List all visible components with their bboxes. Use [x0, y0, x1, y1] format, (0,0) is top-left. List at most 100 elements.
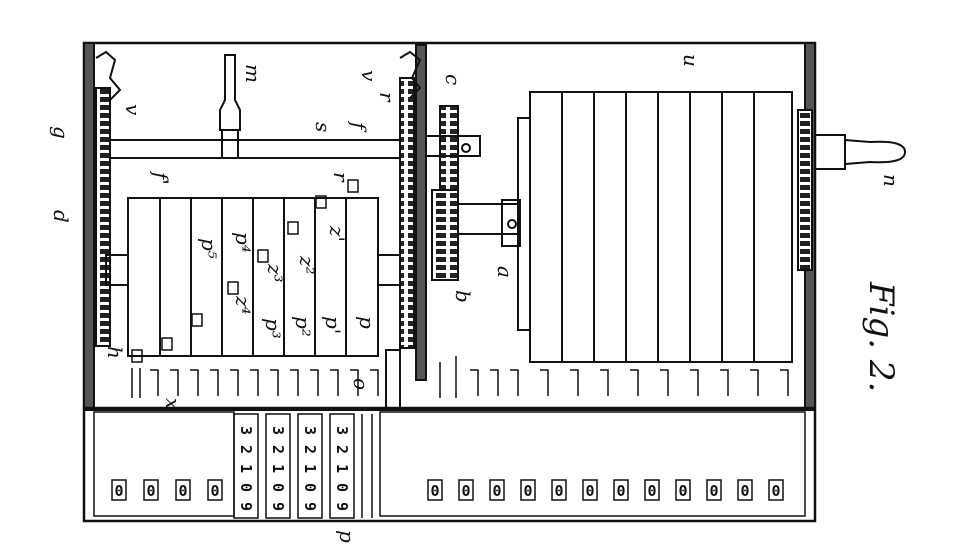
display-window — [427, 479, 443, 501]
counter-digit: 0 — [269, 483, 287, 492]
label-f: f — [347, 120, 371, 133]
label-p5: p⁵ — [197, 238, 221, 259]
display-window-digit: 0 — [147, 482, 156, 500]
display-window-digit: 0 — [555, 482, 564, 500]
label-m: m — [241, 64, 265, 83]
display-windows: 0 0 0 0 0 0 0 0 0 0 0 0 0 0 0 0 — [111, 479, 784, 501]
counter-digit: 0 — [333, 483, 351, 492]
display-window-digit: 0 — [211, 482, 220, 500]
left-gear-column — [95, 87, 111, 347]
counter-digit: 3 — [301, 426, 319, 435]
left-axle-block — [105, 254, 129, 286]
label-o: o — [349, 378, 373, 390]
label-a: a — [493, 266, 517, 278]
label-p1: p' — [321, 316, 345, 334]
label-z3: z³ — [263, 263, 287, 283]
rack-left — [131, 368, 379, 398]
latch-right — [399, 50, 422, 99]
label-c: c — [441, 74, 465, 85]
pinion-a-boss — [501, 199, 521, 247]
label-x: x — [161, 398, 185, 409]
display-window-digit: 0 — [115, 482, 124, 500]
label-b: b — [451, 290, 475, 303]
display-window — [551, 479, 567, 501]
counter-digit: 1 — [333, 464, 351, 473]
label-r-top: r — [375, 92, 399, 103]
label-p4: p⁴ — [231, 232, 255, 253]
middle-wall — [415, 44, 427, 381]
display-window-digit: 0 — [679, 482, 688, 500]
counter-wheel-frames — [233, 413, 373, 519]
counter-digit: 9 — [269, 502, 287, 511]
counter-digit: 0 — [237, 483, 255, 492]
right-axle-block — [377, 254, 401, 286]
display-window-digit: 0 — [493, 482, 502, 500]
display-window-digit: 0 — [710, 482, 719, 500]
display-window — [175, 479, 191, 501]
figure-title: Fig. 2. — [861, 281, 901, 392]
display-window-digit: 0 — [648, 482, 657, 500]
drum-pins — [131, 179, 359, 363]
counter-digit: 9 — [237, 502, 255, 511]
counter-digit: 2 — [269, 445, 287, 454]
counter-digit: 1 — [269, 464, 287, 473]
crank-arm — [219, 54, 241, 131]
display-window — [613, 479, 629, 501]
right-gear-column — [797, 109, 813, 271]
label-d: d — [49, 210, 73, 223]
top-shaft — [109, 139, 401, 159]
counter-digit: 2 — [237, 445, 255, 454]
gear-b — [431, 189, 459, 281]
left-drum-segments — [159, 198, 347, 356]
label-p-bottom: p — [335, 530, 359, 543]
pinion-a — [457, 203, 519, 235]
handle-collar — [814, 134, 846, 170]
counter-digit: 9 — [301, 502, 319, 511]
display-window-digit: 0 — [524, 482, 533, 500]
display-window-digit: 0 — [431, 482, 440, 500]
counter-digit: 1 — [301, 464, 319, 473]
display-window — [582, 479, 598, 501]
display-window-digit: 0 — [772, 482, 781, 500]
display-window-digit: 0 — [617, 482, 626, 500]
display-window-digit: 0 — [741, 482, 750, 500]
counter-digit: 3 — [269, 426, 287, 435]
display-window-digit: 0 — [586, 482, 595, 500]
handle-n — [844, 138, 907, 166]
display-panel-right — [379, 411, 806, 517]
bearing-hub — [461, 143, 471, 153]
counter-digit: 1 — [237, 464, 255, 473]
display-window — [644, 479, 660, 501]
display-window-digit: 0 — [462, 482, 471, 500]
display-window — [737, 479, 753, 501]
label-z4: z⁴ — [231, 295, 255, 315]
top-bearing — [425, 135, 481, 157]
label-h: h — [103, 346, 127, 359]
display-window — [111, 479, 127, 501]
latch-left — [95, 50, 122, 101]
middle-gear-column — [399, 77, 415, 349]
display-window — [207, 479, 223, 501]
display-window — [706, 479, 722, 501]
right-drum — [529, 91, 793, 363]
display-window — [458, 479, 474, 501]
pinion-hub — [507, 219, 517, 229]
left-wall — [83, 42, 95, 409]
label-f1: f' — [149, 170, 173, 185]
crank-pin — [221, 129, 239, 159]
label-s: s — [311, 122, 335, 132]
display-window — [768, 479, 784, 501]
label-p2: p² — [291, 316, 315, 337]
counter-digit: 2 — [333, 445, 351, 454]
label-v-right: v — [357, 70, 381, 82]
label-n: n — [879, 174, 903, 187]
counter-digit: 2 — [301, 445, 319, 454]
counter-digit: 3 — [333, 426, 351, 435]
display-window — [489, 479, 505, 501]
gear-c — [439, 105, 459, 197]
label-p3: p³ — [261, 318, 285, 339]
counter-digit: 9 — [333, 502, 351, 511]
label-u: u — [679, 54, 703, 67]
display-window-digit: 0 — [179, 482, 188, 500]
